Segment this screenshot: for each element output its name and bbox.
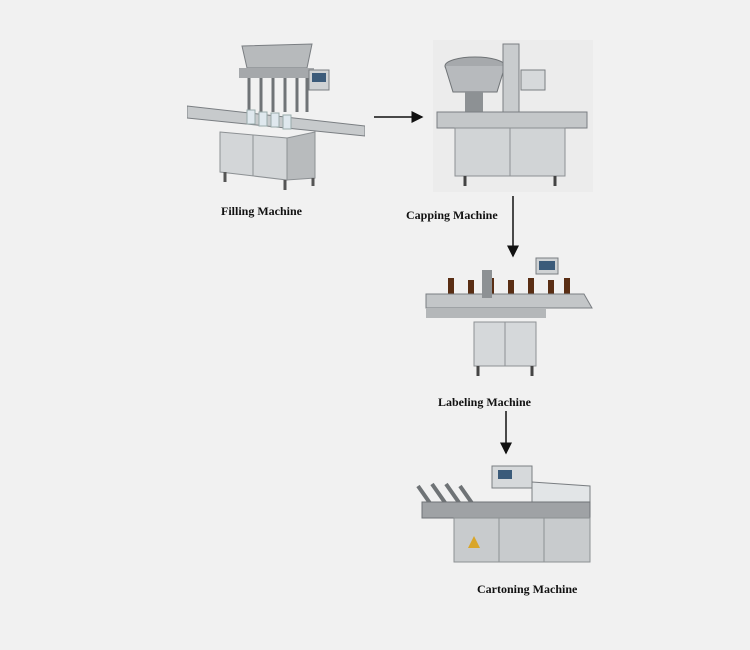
- labeling-machine-label: Labeling Machine: [438, 395, 532, 409]
- capping-machine-label: Capping Machine: [406, 208, 498, 222]
- filling-machine-icon: [187, 40, 365, 192]
- capping-machine-icon: [433, 40, 593, 192]
- labeling-machine-icon: [424, 256, 594, 382]
- cartoning-machine-label: Cartoning Machine: [477, 582, 578, 596]
- cartoning-machine-icon: [414, 462, 596, 568]
- filling-machine-label: Filling Machine: [221, 204, 302, 218]
